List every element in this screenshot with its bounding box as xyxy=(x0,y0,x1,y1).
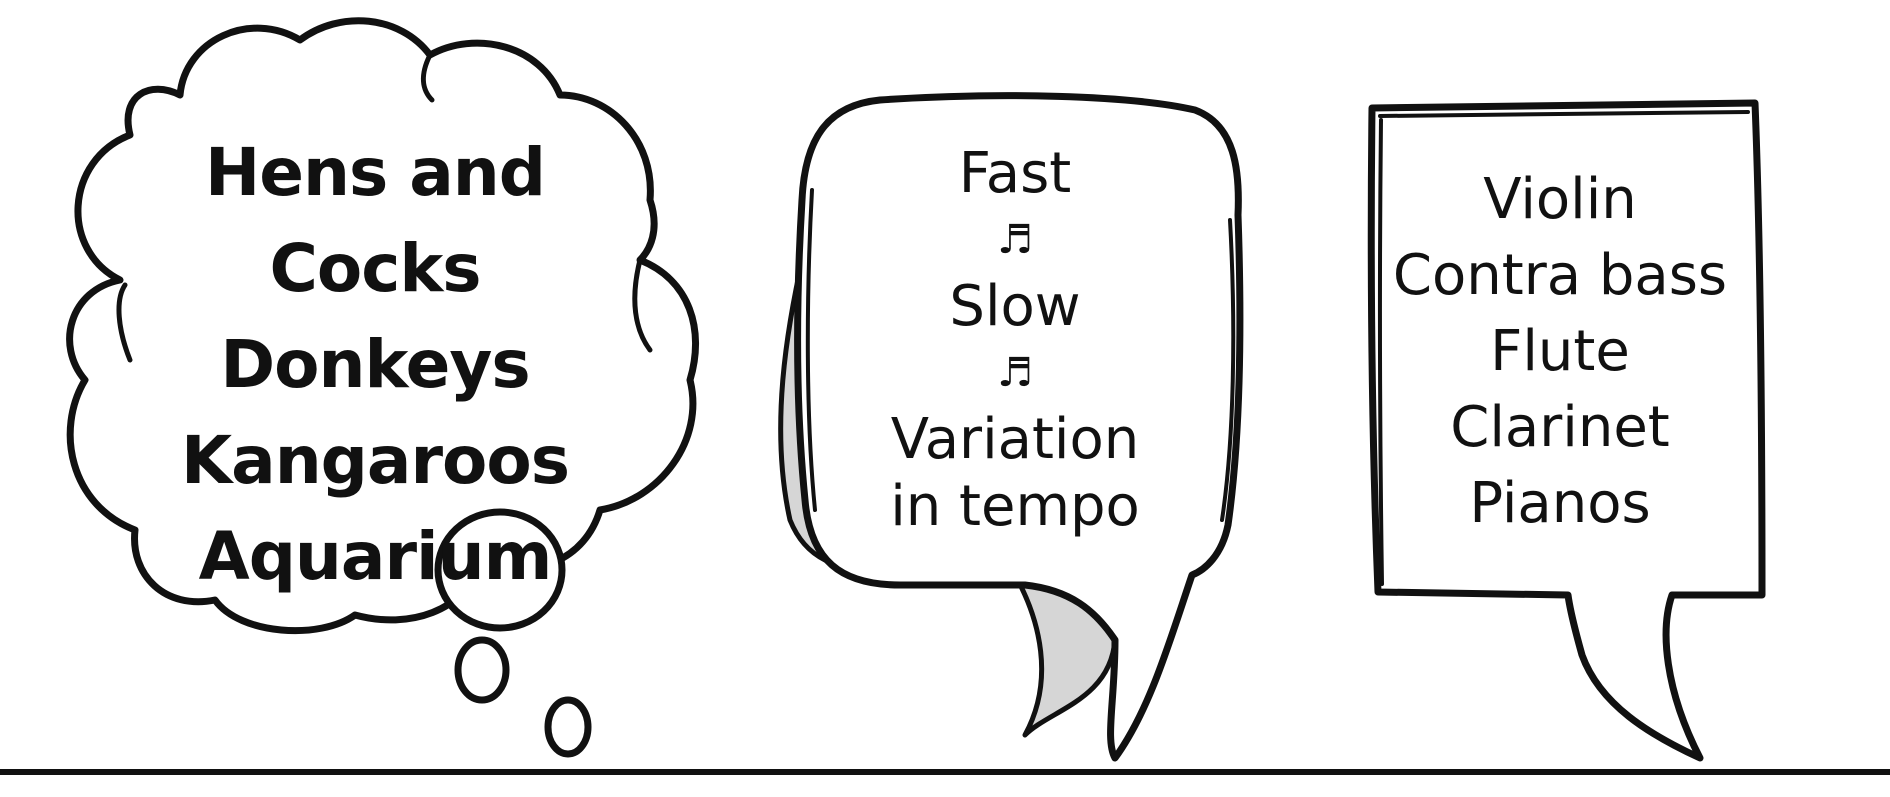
box-bubble-text: Violin Contra bass Flute Clarinet Pianos xyxy=(1360,162,1760,542)
speech-line-fast: Fast xyxy=(958,141,1072,206)
speech-line-slow: Slow xyxy=(949,274,1081,339)
speech-line-variation: Variation xyxy=(890,407,1140,472)
thought-line-1: Hens and Cocks xyxy=(204,134,546,307)
ground-line xyxy=(0,769,1890,775)
speech-bubble-text: Fast ♬ Slow ♬ Variation in tempo xyxy=(830,140,1200,540)
thought-line-3: Kangaroos xyxy=(181,422,570,499)
thought-line-4: Aquarium xyxy=(198,518,553,595)
speech-bubble xyxy=(778,92,1244,762)
instrument-contra-bass: Contra bass xyxy=(1392,243,1728,308)
thought-cloud xyxy=(66,17,700,758)
box-bubble xyxy=(1367,99,1766,762)
instrument-clarinet: Clarinet xyxy=(1450,395,1670,460)
music-note-icon: ♬ xyxy=(997,350,1033,396)
speech-line-tempo: in tempo xyxy=(890,474,1140,539)
thought-line-2: Donkeys xyxy=(220,326,530,403)
instrument-flute: Flute xyxy=(1490,319,1630,384)
thought-puff-large xyxy=(434,508,566,632)
thought-puff-medium xyxy=(454,636,510,704)
instrument-pianos: Pianos xyxy=(1469,471,1651,536)
thought-puff-small xyxy=(544,696,592,758)
instrument-violin: Violin xyxy=(1483,167,1637,232)
thought-bubble-text: Hens and Cocks Donkeys Kangaroos Aquariu… xyxy=(95,125,655,605)
music-note-icon: ♬ xyxy=(997,217,1033,263)
